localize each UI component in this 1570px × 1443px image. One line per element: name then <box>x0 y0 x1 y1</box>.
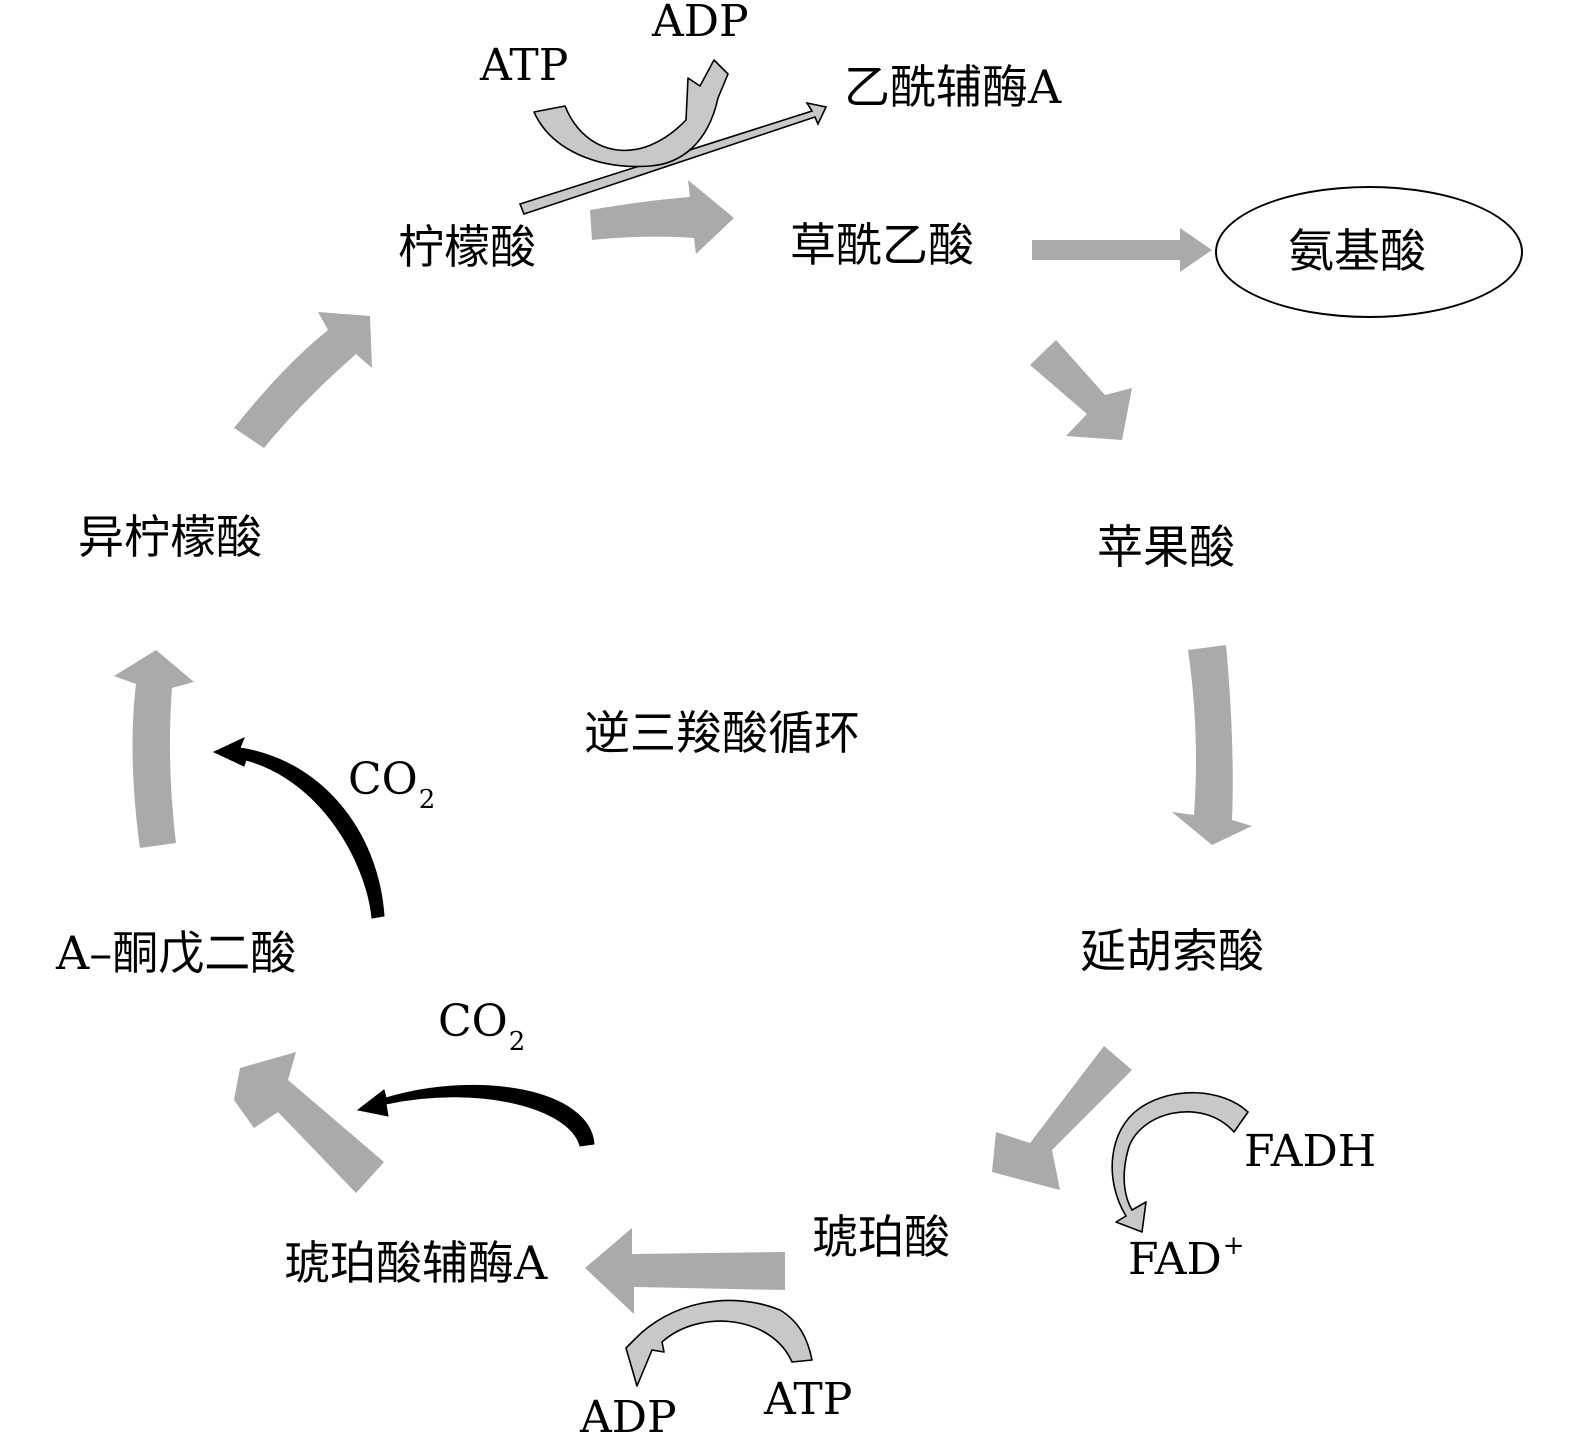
arrow-fadh-to-fad <box>1111 1091 1249 1233</box>
label-fad-plus: FAD+ <box>1128 1233 1245 1282</box>
node-oxaloacetic-acid: 草酰乙酸 <box>790 218 974 272</box>
arrow-oxaloacetic-to-amino-acid <box>1032 228 1212 272</box>
amino-acid-oval <box>1215 186 1523 318</box>
label-top-adp: ADP <box>652 0 749 47</box>
fad-superscript: + <box>1222 1231 1245 1261</box>
co2-left-subscript: 2 <box>418 785 436 815</box>
node-succinic-acid: 琥珀酸 <box>812 1210 950 1264</box>
arrow-oxaloacetic-to-malic <box>1030 340 1132 440</box>
arrow-malic-to-fumaric <box>1172 645 1252 845</box>
node-fumaric-acid: 延胡索酸 <box>1080 924 1264 978</box>
node-citric-acid: 柠檬酸 <box>398 220 536 274</box>
co2-bottom-text: CO <box>438 996 508 1047</box>
arrow-succinic-to-succinyl-coa <box>585 1228 785 1314</box>
arrow-fumaric-to-succinic <box>992 1046 1132 1190</box>
label-bottom-adp: ADP <box>580 1392 677 1443</box>
arrow-akg-to-isocitric <box>114 650 194 848</box>
label-co2-left: CO2 <box>348 758 435 814</box>
label-top-atp: ATP <box>480 40 569 91</box>
co2-bottom-subscript: 2 <box>508 1027 526 1057</box>
label-bottom-atp: ATP <box>764 1374 853 1425</box>
label-fadh: FADH <box>1244 1126 1377 1177</box>
arrow-isocitric-to-citric <box>234 312 372 448</box>
co2-left-text: CO <box>348 754 418 805</box>
fad-text: FAD <box>1128 1234 1222 1285</box>
arrow-co2-bottom <box>356 1084 595 1147</box>
arrow-citric-to-oxaloacetic <box>590 180 734 254</box>
node-malic-acid: 苹果酸 <box>1097 520 1235 574</box>
arrow-atp-to-adp-top <box>533 59 729 168</box>
node-succinyl-coa: 琥珀酸辅酶A <box>284 1236 548 1290</box>
label-co2-bottom: CO2 <box>438 1000 525 1056</box>
node-amino-acid: 氨基酸 <box>1288 224 1426 278</box>
diagram-title: 逆三羧酸循环 <box>584 706 860 760</box>
arrow-succinyl-coa-to-akg <box>234 1052 384 1193</box>
node-acetyl-coa: 乙酰辅酶A <box>844 60 1062 114</box>
arrow-atp-to-adp-bottom <box>625 1299 813 1387</box>
node-isocitric-acid: 异柠檬酸 <box>78 510 262 564</box>
arrow-co2-left <box>212 737 385 919</box>
node-alpha-ketoglutarate: A–酮戊二酸 <box>56 926 297 980</box>
